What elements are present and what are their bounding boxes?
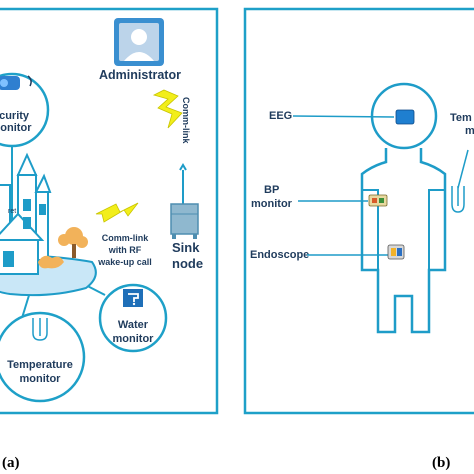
- neck-lines: [362, 189, 445, 270]
- eeg-line: [292, 115, 395, 118]
- sink-node-label-line1: Sink: [172, 240, 200, 255]
- small-text-label: ret: [8, 208, 16, 215]
- thermometer-icon: [32, 318, 48, 341]
- endoscope-label: Endoscope: [250, 249, 309, 261]
- temp-thermometer-icon: [451, 186, 465, 213]
- endoscope-capsule-icon: [387, 244, 405, 260]
- lightning-top-icon: [152, 89, 183, 129]
- head-outline: [370, 82, 438, 150]
- security-monitor-label-line2: monitor: [0, 122, 32, 134]
- body-outline: [360, 148, 447, 334]
- bp-label-line1: BP: [264, 184, 279, 196]
- security-camera-icon: [0, 75, 32, 90]
- houses-icon: [0, 152, 52, 275]
- water-monitor-label-line2: monitor: [113, 333, 155, 345]
- comm-link-rf-label-line1: Comm-link: [102, 233, 149, 243]
- comm-link-top-label: Comm-link: [181, 97, 191, 144]
- temperature-monitor-circle: [0, 311, 86, 403]
- comm-link-rf-label-line2: with RF: [108, 245, 142, 255]
- water-monitor-circle: [98, 283, 168, 353]
- bp-label-line2: monitor: [251, 198, 293, 210]
- panel-a-frame: [0, 7, 219, 415]
- panel-a-caption: (a): [2, 455, 20, 471]
- temp-label-line1: Tem: [450, 112, 472, 124]
- comm-link-rf-label-line3: wake-up call: [97, 257, 152, 267]
- water-monitor-label-line1: Water: [118, 319, 149, 331]
- bp-monitor-icon: [368, 194, 388, 207]
- security-monitor-circle: [0, 72, 50, 148]
- temperature-monitor-label-line2: monitor: [20, 373, 62, 385]
- sink-node-label-line2: node: [172, 256, 203, 271]
- administrator-label: Administrator: [99, 68, 181, 82]
- temp-label-line2: m: [465, 125, 474, 137]
- panel-b-caption: (b): [432, 455, 450, 471]
- sink-node-icon: [170, 163, 199, 239]
- lightning-rf-icon: [95, 202, 139, 223]
- eeg-label: EEG: [269, 110, 292, 122]
- temperature-monitor-label-line1: Temperature: [7, 359, 73, 371]
- temp-line: [457, 149, 469, 189]
- security-monitor-label-line1: ecurity: [0, 110, 30, 122]
- water-tap-icon: [123, 289, 143, 307]
- trees-icon: [38, 227, 88, 269]
- eeg-sensor-icon: [395, 109, 415, 125]
- panel-b-frame: [243, 7, 474, 415]
- administrator-avatar-icon: [114, 18, 164, 66]
